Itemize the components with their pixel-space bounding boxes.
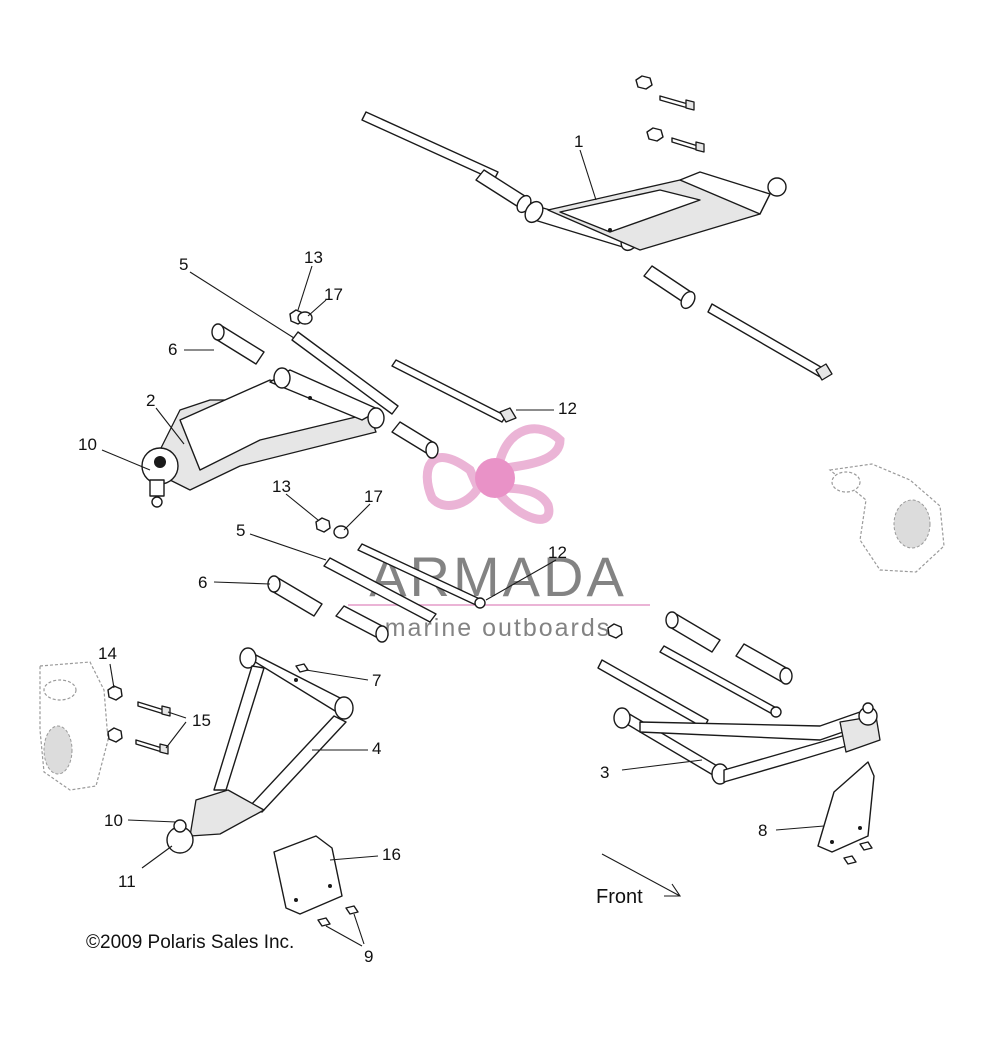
- propeller-logo-icon: [422, 424, 565, 524]
- lower-hardware: [267, 517, 486, 643]
- callout-5-upper: 5: [179, 255, 188, 274]
- callout-1: 1: [574, 132, 583, 151]
- front-direction-arrow-icon: [601, 853, 682, 897]
- callout-3: 3: [600, 763, 609, 782]
- steering-knuckle-left: [39, 661, 109, 791]
- upper-front-hardware: [211, 309, 517, 459]
- callout-13-upper: 13: [304, 248, 323, 267]
- part-9-screws: [317, 905, 359, 927]
- callout-13-lower: 13: [272, 477, 291, 496]
- watermark-rule: [348, 604, 650, 606]
- steering-knuckle-right: [828, 463, 945, 573]
- callout-9: 9: [364, 947, 373, 966]
- part-3-lower-control-arm-rear: [597, 611, 881, 785]
- callout-10-lower: 10: [104, 811, 123, 830]
- copyright-text: ©2009 Polaris Sales Inc.: [86, 932, 294, 953]
- callout-14: 14: [98, 644, 117, 663]
- callout-10-upper: 10: [78, 435, 97, 454]
- callout-17-upper: 17: [324, 285, 343, 304]
- armada-watermark: ARMADA marine outboards: [348, 424, 650, 642]
- callout-17-lower: 17: [364, 487, 383, 506]
- callout-4: 4: [372, 739, 381, 758]
- callout-16: 16: [382, 845, 401, 864]
- callout-15: 15: [192, 711, 211, 730]
- part-16-guard-plate: [273, 835, 343, 915]
- callout-2: 2: [146, 391, 155, 410]
- part-8-guard-plate: [817, 761, 875, 865]
- knuckle-hardware: [107, 685, 171, 755]
- callout-7: 7: [372, 671, 381, 690]
- callout-11: 11: [118, 872, 136, 891]
- callout-6-upper: 6: [168, 340, 177, 359]
- callout-12-upper: 12: [558, 399, 577, 418]
- part-2-upper-control-arm-front: [141, 367, 385, 508]
- part-1-upper-control-arm-rear: [361, 75, 833, 381]
- callout-8: 8: [758, 821, 767, 840]
- part-4-lower-control-arm-front: [166, 647, 354, 854]
- front-direction-label: Front: [596, 886, 643, 908]
- watermark-brand: ARMADA: [369, 545, 627, 608]
- watermark-tagline: marine outboards: [385, 614, 612, 642]
- callout-12-lower: 12: [548, 543, 567, 562]
- callout-6-lower: 6: [198, 573, 207, 592]
- callout-5-lower: 5: [236, 521, 245, 540]
